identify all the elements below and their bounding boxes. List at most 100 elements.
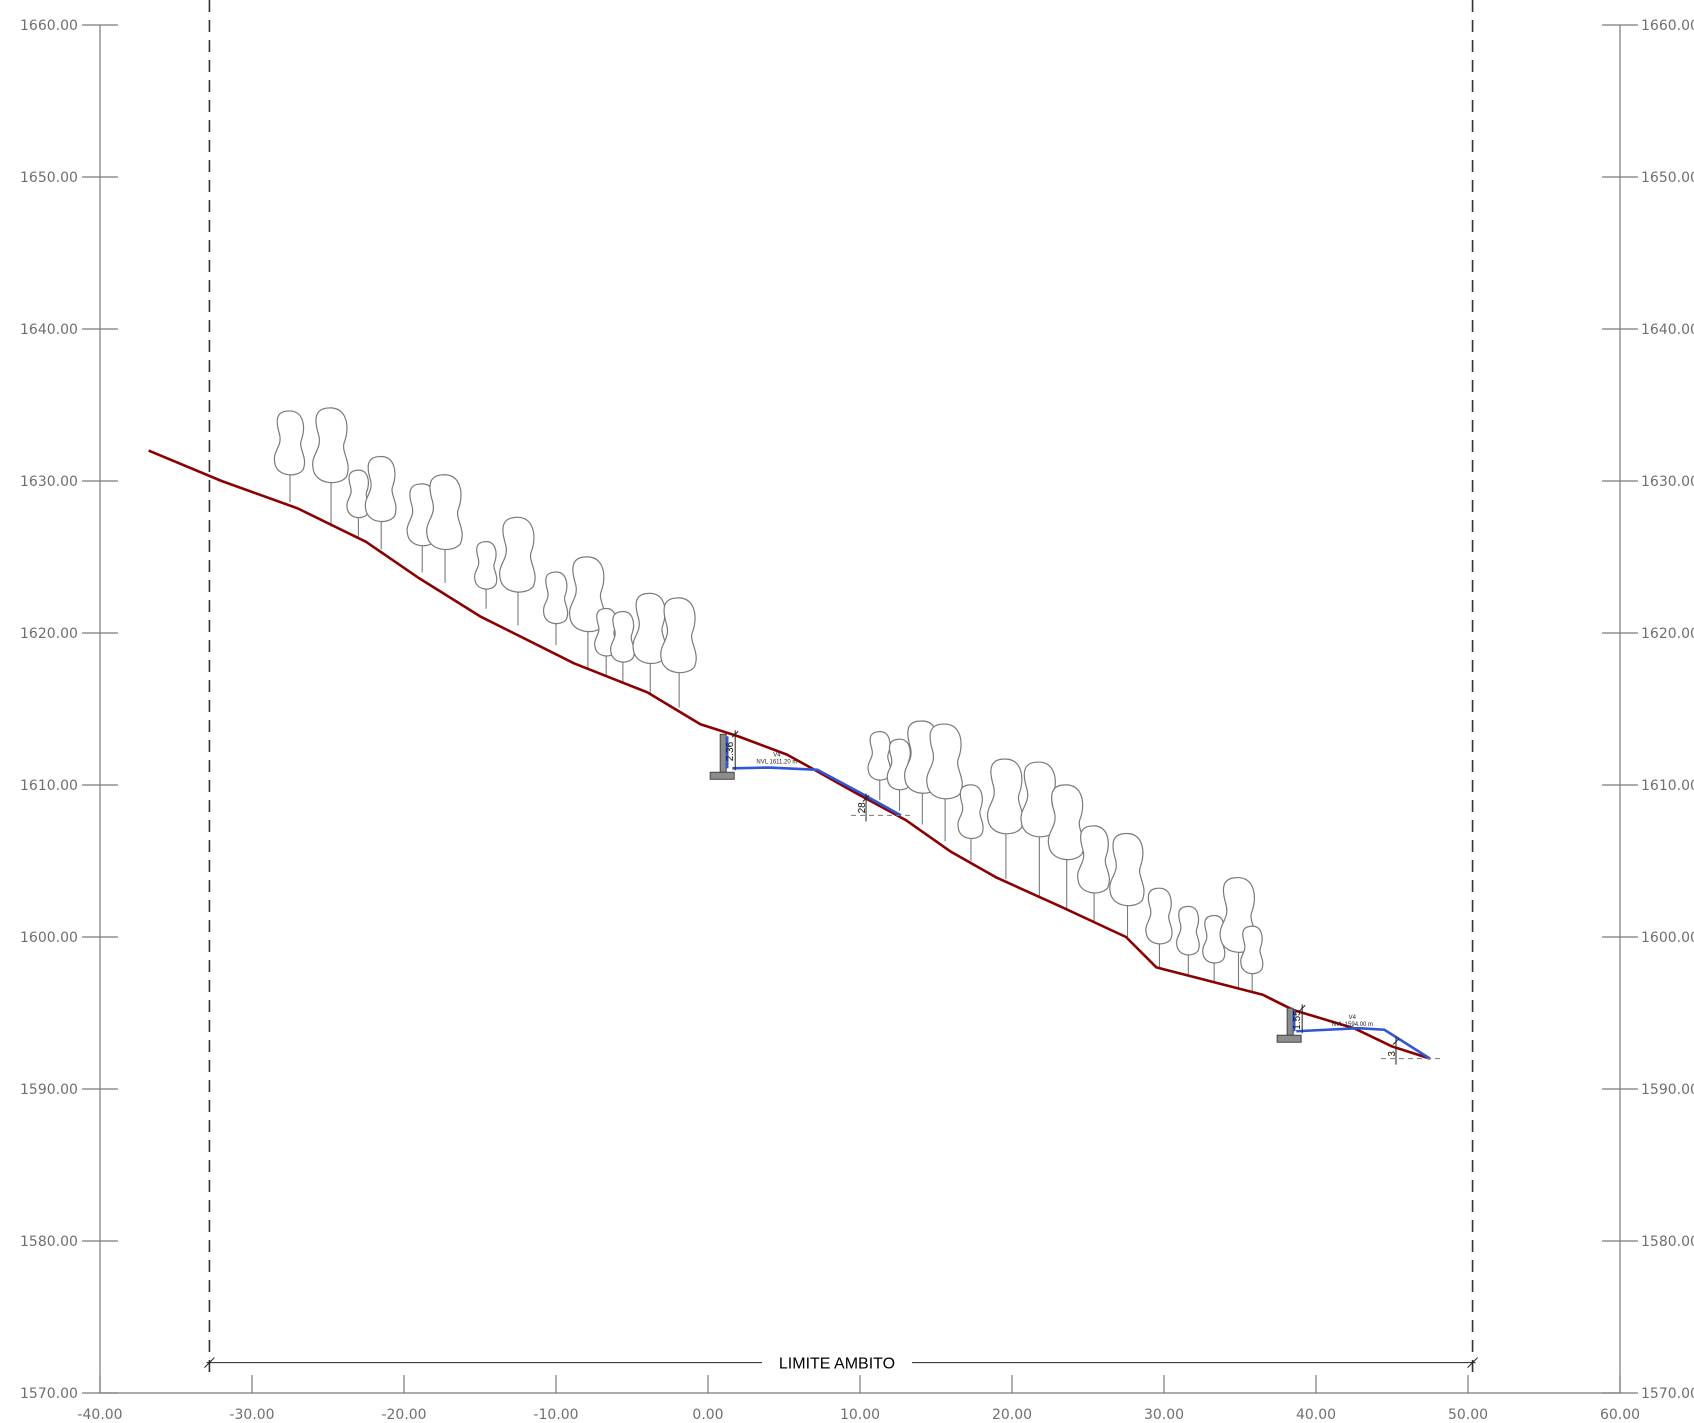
tree-crown — [1145, 887, 1173, 945]
limite-ambito-dimension: LIMITE AMBITO — [204, 1356, 1478, 1373]
tree — [499, 516, 536, 626]
y-tick-label-left: 1570.00 — [20, 1386, 78, 1402]
tree — [346, 469, 370, 538]
tree-crown — [632, 592, 667, 665]
tree-crown — [1109, 833, 1145, 907]
tree-crown — [312, 407, 349, 484]
tree — [1077, 825, 1110, 922]
tree — [610, 611, 635, 684]
limite-ambito-boundaries — [208, 0, 1474, 1377]
tree — [542, 571, 569, 646]
tree — [986, 758, 1024, 880]
project-fill-line — [732, 766, 902, 817]
x-tick-label: 20.00 — [992, 1407, 1032, 1423]
project-label: V4 — [773, 752, 781, 758]
limite-ambito-label: LIMITE AMBITO — [779, 1356, 895, 1373]
x-tick-label: 40.00 — [1296, 1407, 1336, 1423]
y-tick-label-right: 1600.00 — [1641, 930, 1694, 946]
tree — [1176, 905, 1200, 975]
x-tick-label: -30.00 — [229, 1407, 274, 1423]
tree — [312, 407, 349, 527]
terrain-layer — [148, 449, 1431, 1060]
height-dimension-tick — [1298, 1004, 1306, 1012]
x-tick-label: 30.00 — [1144, 1407, 1184, 1423]
y-tick-label-right: 1590.00 — [1641, 1082, 1694, 1098]
tree-crown — [1176, 905, 1200, 956]
tree — [1047, 784, 1085, 910]
y-tick-label-right: 1580.00 — [1641, 1234, 1694, 1250]
y-tick-label-right: 1650.00 — [1641, 170, 1694, 186]
tree-crown — [926, 723, 963, 800]
height-dimension-label: 2.36 — [725, 741, 736, 761]
y-tick-label-left: 1590.00 — [20, 1082, 78, 1098]
tree — [1109, 833, 1145, 937]
tree-crown — [474, 541, 498, 590]
x-tick-label: 0.00 — [692, 1407, 723, 1423]
height-dimension-tick — [731, 730, 739, 738]
tree-crown — [346, 469, 370, 519]
tree-crown — [273, 410, 306, 476]
limite-ambito-tick-left — [204, 1357, 215, 1368]
x-tick-label: -10.00 — [533, 1407, 578, 1423]
tree-crown — [957, 784, 984, 840]
tree — [1145, 887, 1173, 968]
y-tick-label-left: 1640.00 — [20, 322, 78, 338]
y-tick-label-left: 1660.00 — [20, 18, 78, 34]
tree — [1202, 915, 1226, 983]
slope-dimension-label: 28 — [857, 802, 868, 814]
tree — [474, 541, 498, 609]
tree — [1240, 925, 1264, 994]
x-tick-label: -40.00 — [77, 1407, 122, 1423]
limite-ambito-tick-right — [1467, 1357, 1478, 1368]
y-tick-label-left: 1610.00 — [20, 778, 78, 794]
trees-layer — [273, 407, 1264, 994]
y-tick-label-right: 1610.00 — [1641, 778, 1694, 794]
y-tick-label-right: 1570.00 — [1641, 1386, 1694, 1402]
y-tick-label-right: 1640.00 — [1641, 322, 1694, 338]
project-label: V4 — [1349, 1015, 1357, 1021]
slope-dimension-tick — [1392, 1038, 1400, 1045]
y-tick-label-left: 1620.00 — [20, 626, 78, 642]
tree — [926, 723, 963, 842]
slope-dimension-label: 3 — [1387, 1051, 1398, 1057]
tree — [426, 474, 463, 583]
tree-crown — [867, 731, 892, 781]
y-tick-label-right: 1630.00 — [1641, 474, 1694, 490]
tree — [364, 456, 397, 550]
y-tick-label-left: 1600.00 — [20, 930, 78, 946]
height-dimension-label: 1.55 — [1292, 1010, 1303, 1030]
x-tick-label: 60.00 — [1600, 1407, 1640, 1423]
y-tick-label-left: 1580.00 — [20, 1234, 78, 1250]
slope-dimension-tick — [862, 795, 870, 802]
x-tick-label: 50.00 — [1448, 1407, 1488, 1423]
retaining-wall-footing — [1276, 1034, 1302, 1043]
y-tick-label-right: 1660.00 — [1641, 18, 1694, 34]
tree — [660, 597, 697, 708]
tree-crown — [568, 556, 606, 633]
y-tick-label-left: 1650.00 — [20, 170, 78, 186]
tree — [273, 410, 306, 503]
retaining-wall-footing — [709, 771, 735, 780]
tree — [957, 784, 984, 861]
project-level-label: NVL 1594.00 m — [1332, 1022, 1373, 1028]
axes: 1660.00 1650.00 1640.00 1630.00 1620.00 1610.… — [20, 18, 1694, 1423]
tree — [867, 731, 892, 801]
terrain-profile — [148, 449, 1431, 1060]
x-tick-label: -20.00 — [381, 1407, 426, 1423]
tree-crown — [1047, 784, 1085, 861]
tree — [568, 556, 606, 668]
tree-crown — [364, 456, 397, 523]
project-fill-line — [1296, 1026, 1431, 1060]
y-tick-label-left: 1630.00 — [20, 474, 78, 490]
tree-crown — [1240, 925, 1264, 975]
tree-crown — [610, 611, 635, 663]
x-tick-label: 10.00 — [840, 1407, 880, 1423]
tree-crown — [426, 474, 463, 551]
tree-crown — [986, 758, 1024, 835]
tree-crown — [1077, 825, 1110, 894]
y-tick-label-right: 1620.00 — [1641, 626, 1694, 642]
